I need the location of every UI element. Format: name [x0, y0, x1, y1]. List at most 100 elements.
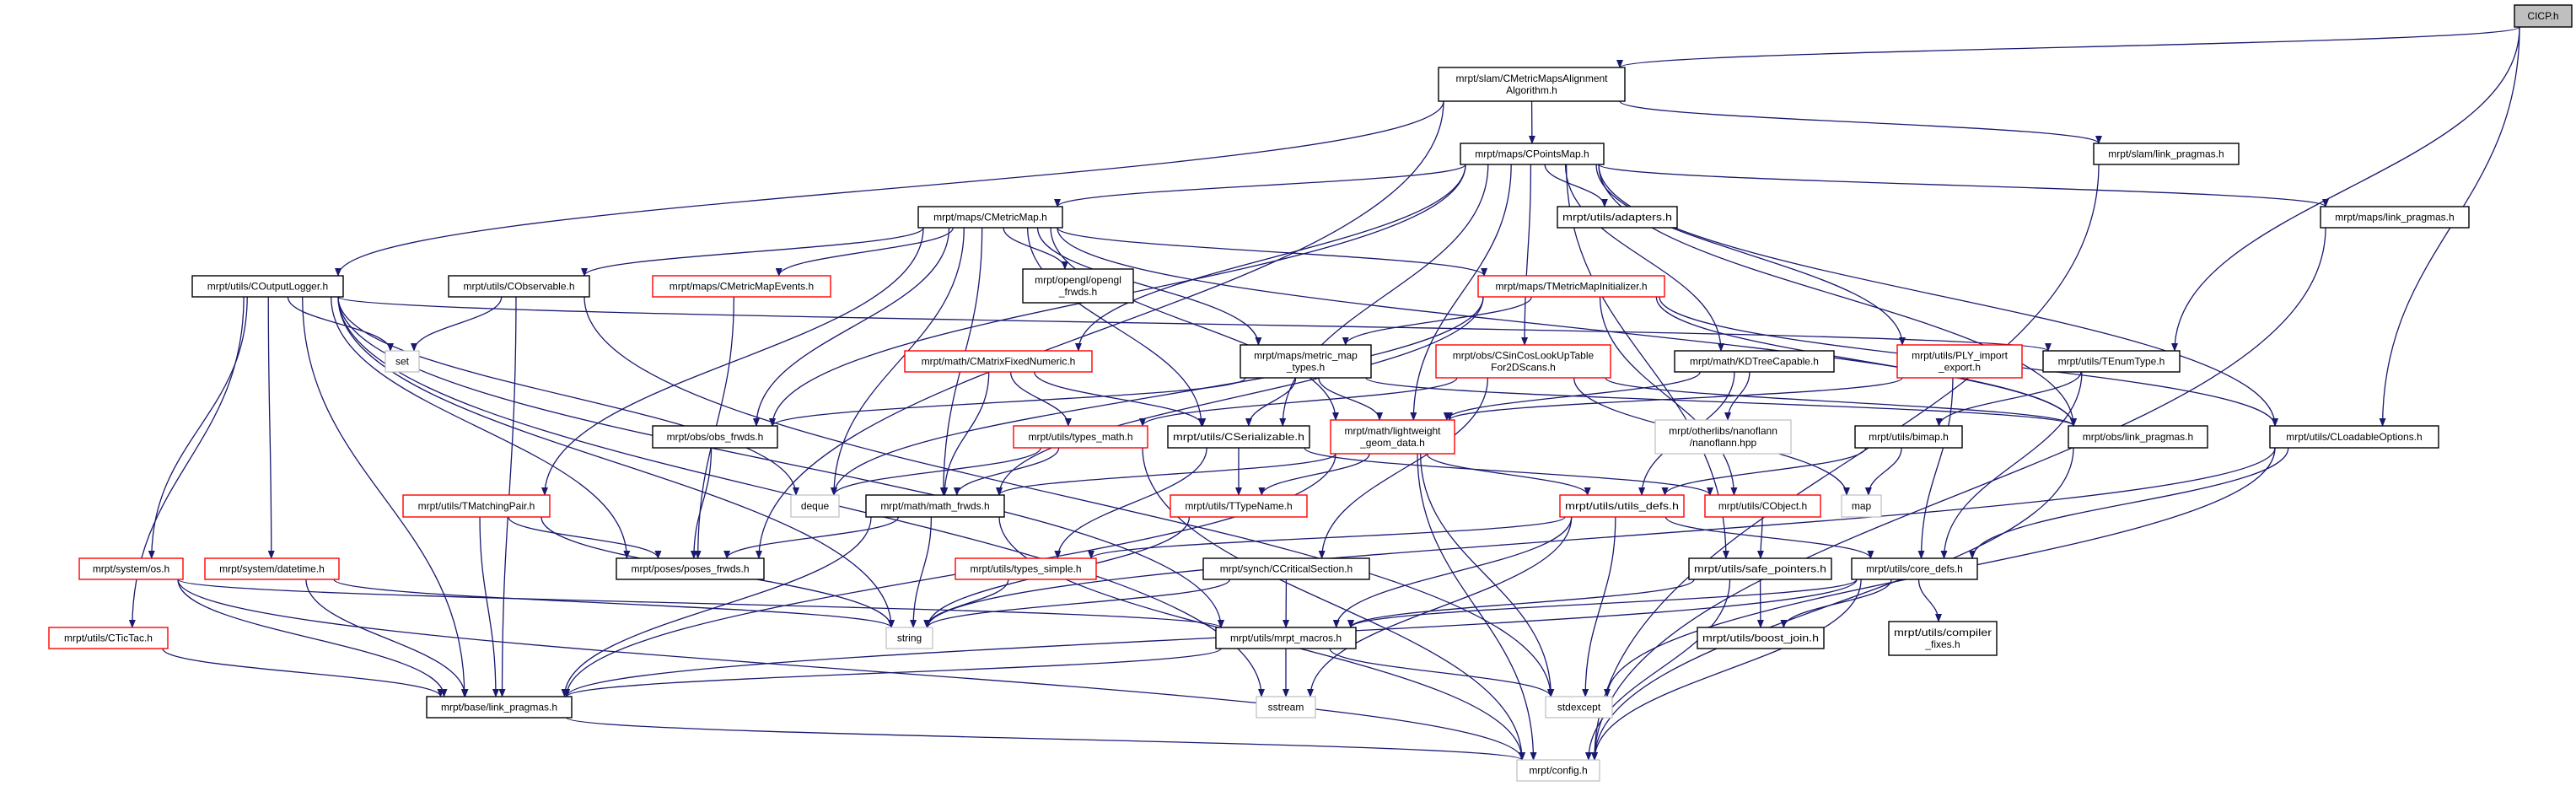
node-label: mrpt/utils/mrpt_macros.h: [1230, 633, 1342, 644]
node-macros[interactable]: mrpt/utils/mrpt_macros.h: [1215, 627, 1357, 649]
edge-lwgeom-to-mathfw: [996, 453, 1336, 496]
node-label: mrpt/math/CMatrixFixedNumeric.h: [922, 356, 1076, 368]
node-ccrit[interactable]: mrpt/synch/CCriticalSection.h: [1202, 557, 1370, 580]
edge-utilsdefs-to-coredefs: [1664, 516, 1874, 559]
node-sstream[interactable]: sstream: [1256, 696, 1316, 719]
node-stdexcept[interactable]: stdexcept: [1545, 696, 1613, 719]
node-box: [1516, 759, 1600, 782]
node-observable[interactable]: mrpt/utils/CObservable.h: [448, 275, 590, 298]
node-pointsmap[interactable]: mrpt/maps/CPointsMap.h: [1460, 143, 1605, 165]
node-typessimple[interactable]: mrpt/utils/types_simple.h: [955, 557, 1097, 580]
node-cobject[interactable]: mrpt/utils/CObject.h: [1704, 494, 1821, 518]
node-label: mrpt/obs/CSinCosLookUpTable: [1453, 350, 1595, 362]
edge-outlogger-to-baselp: [302, 296, 468, 697]
node-box: [1460, 143, 1605, 165]
node-label: mrpt/base/link_pragmas.h: [441, 702, 557, 713]
node-label: mrpt/utils/boost_join.h: [1702, 633, 1819, 644]
edge-ply-to-lwgeom: [1446, 377, 1903, 421]
node-label: mrpt/utils/CObject.h: [1718, 500, 1807, 512]
node-mapslp[interactable]: mrpt/maps/link_pragmas.h: [2320, 206, 2470, 229]
node-cserial[interactable]: mrpt/utils/CSerializable.h: [1167, 425, 1310, 449]
node-string[interactable]: string: [885, 627, 933, 649]
node-box: [1674, 350, 1835, 373]
node-box: [1888, 621, 1998, 656]
node-tenum[interactable]: mrpt/utils/TEnumType.h: [2042, 350, 2181, 373]
node-coredefs[interactable]: mrpt/utils/core_defs.h: [1851, 557, 1978, 580]
node-box: [955, 557, 1097, 580]
node-cmfn[interactable]: mrpt/math/CMatrixFixedNumeric.h: [904, 350, 1093, 373]
node-box: [616, 557, 765, 580]
node-sysos[interactable]: mrpt/system/os.h: [78, 557, 184, 580]
node-box: [1697, 627, 1825, 649]
node-ply[interactable]: mrpt/utils/PLY_import_export.h: [1896, 344, 2023, 379]
node-posesfw[interactable]: mrpt/poses/poses_frwds.h: [616, 557, 765, 580]
node-kdtree[interactable]: mrpt/math/KDTreeCapable.h: [1674, 350, 1835, 373]
edge-sincos-to-obslp: [1605, 377, 2077, 427]
node-label: set: [395, 356, 410, 368]
node-label: mrpt/utils/compiler: [1894, 627, 1992, 638]
edge-mmtypes-to-obsfw: [769, 377, 1246, 427]
node-obsfw[interactable]: mrpt/obs/obs_frwds.h: [652, 425, 778, 449]
edge-cloadable-to-coredefs: [1969, 447, 2289, 559]
node-tmatch[interactable]: mrpt/utils/TMatchingPair.h: [402, 494, 551, 518]
edge-pointsmap-to-cserial: [1279, 164, 1489, 427]
node-label: mrpt/slam/CMetricMapsAlignment: [1455, 73, 1608, 84]
node-label: mrpt/math/KDTreeCapable.h: [1690, 356, 1819, 368]
node-label: mrpt/math/math_frwds.h: [880, 500, 989, 512]
node-mathfw[interactable]: mrpt/math/math_frwds.h: [865, 494, 1005, 518]
edge-macros-to-baselp: [563, 648, 1222, 697]
node-mmevents[interactable]: mrpt/maps/CMetricMapEvents.h: [652, 275, 831, 298]
edge-align-to-slamlp: [1619, 100, 2102, 144]
edge-utilsdefs-to-typessimple: [1088, 516, 1566, 559]
edge-coredefs-to-config: [1591, 579, 1862, 761]
edge-cserial-to-cobject: [1304, 447, 1713, 496]
node-baselp[interactable]: mrpt/base/link_pragmas.h: [426, 696, 573, 719]
node-cicp[interactable]: CICP.h: [2514, 4, 2573, 28]
node-map[interactable]: map: [1841, 494, 1882, 518]
node-adapters[interactable]: mrpt/utils/adapters.h: [1557, 206, 1678, 229]
node-mmtypes[interactable]: mrpt/maps/metric_map_types.h: [1240, 344, 1372, 379]
node-box: [1559, 494, 1685, 518]
edge-metricmap-to-cserial: [1027, 227, 1205, 427]
node-outlogger[interactable]: mrpt/utils/COutputLogger.h: [191, 275, 344, 298]
node-align[interactable]: mrpt/slam/CMetricMapsAlignmentAlgorithm.…: [1438, 67, 1626, 102]
edge-pointsmap-to-metricmap: [1054, 164, 1466, 207]
node-typesmath[interactable]: mrpt/utils/types_math.h: [1013, 425, 1148, 449]
node-openglfw[interactable]: mrpt/opengl/opengl_frwds.h: [1022, 268, 1134, 304]
node-box: [2068, 425, 2208, 449]
edge-coredefs-to-compfix: [1917, 579, 1942, 622]
node-label: mrpt/system/os.h: [93, 563, 169, 575]
node-nanoflann[interactable]: mrpt/otherlibs/nanoflann/nanoflann.hpp: [1654, 419, 1792, 455]
node-cloadable[interactable]: mrpt/utils/CLoadableOptions.h: [2269, 425, 2439, 449]
node-metricmap[interactable]: mrpt/maps/CMetricMap.h: [917, 206, 1063, 229]
node-slamlp[interactable]: mrpt/slam/link_pragmas.h: [2093, 143, 2240, 165]
node-utilsdefs[interactable]: mrpt/utils/utils_defs.h: [1559, 494, 1685, 518]
node-safeptr[interactable]: mrpt/utils/safe_pointers.h: [1688, 557, 1832, 580]
node-obslp[interactable]: mrpt/obs/link_pragmas.h: [2068, 425, 2208, 449]
node-bimap[interactable]: mrpt/utils/bimap.h: [1854, 425, 1963, 449]
edge-metricmap-to-obsfw: [752, 227, 950, 427]
node-deque[interactable]: deque: [790, 494, 840, 518]
node-tictac[interactable]: mrpt/utils/CTicTac.h: [48, 627, 169, 649]
node-box: [1167, 425, 1310, 449]
node-label: mrpt/math/lightweight: [1344, 425, 1441, 437]
node-compfix[interactable]: mrpt/utils/compiler_fixes.h: [1888, 621, 1998, 656]
node-label: deque: [801, 500, 830, 512]
edge-cicp-to-tenum: [2171, 26, 2520, 352]
edge-metricmap-to-tmatch: [541, 227, 924, 496]
node-label: mrpt/maps/metric_map: [1254, 350, 1358, 362]
node-config[interactable]: mrpt/config.h: [1516, 759, 1600, 782]
node-boostjoin[interactable]: mrpt/utils/boost_join.h: [1697, 627, 1825, 649]
edge-metricmap-to-deque: [831, 227, 965, 496]
edge-layer: [128, 26, 2520, 761]
node-lwgeom[interactable]: mrpt/math/lightweight_geom_data.h: [1330, 419, 1455, 455]
node-tmminit[interactable]: mrpt/maps/TMetricMapInitializer.h: [1477, 275, 1665, 298]
node-datetime[interactable]: mrpt/system/datetime.h: [204, 557, 340, 580]
node-ttypename[interactable]: mrpt/utils/TTypeName.h: [1170, 494, 1308, 518]
node-label: mrpt/utils/TEnumType.h: [2058, 356, 2165, 368]
node-label: _fixes.h: [1924, 638, 1960, 650]
node-set[interactable]: set: [385, 350, 420, 373]
node-box: [448, 275, 590, 298]
